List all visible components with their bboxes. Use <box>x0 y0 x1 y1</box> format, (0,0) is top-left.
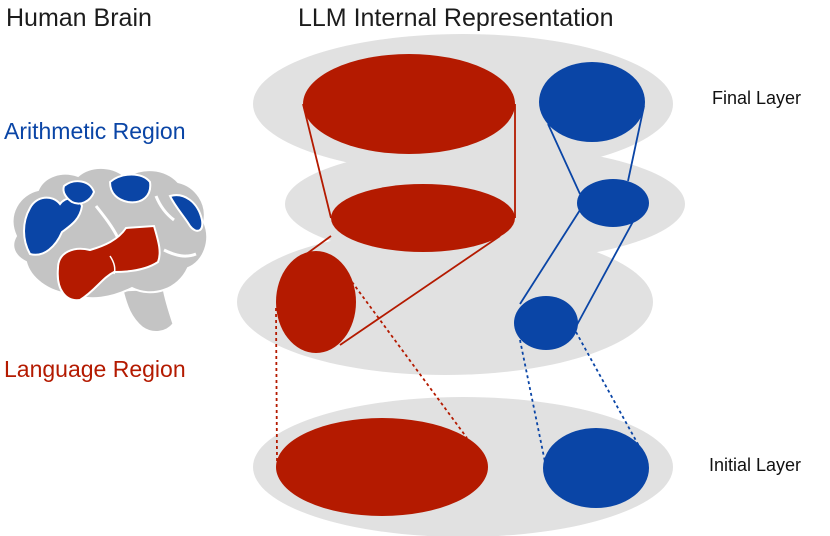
arithmetic-connector <box>519 209 581 305</box>
language-region-label: Language Region <box>4 356 186 382</box>
arithmetic-region-3 <box>108 173 152 204</box>
brain-sulcus <box>94 205 120 239</box>
arithmetic-connector-dashed <box>575 331 640 447</box>
arithmetic-connector <box>571 215 637 335</box>
brain-sulcus <box>154 195 175 222</box>
language-connector-dashed <box>351 281 468 439</box>
language-connector <box>302 103 332 219</box>
language-connector <box>289 235 332 267</box>
arithmetic-region-4 <box>168 194 204 232</box>
language-region-layer-2 <box>276 251 356 353</box>
language-region-final-layer <box>303 54 515 154</box>
arithmetic-representation <box>514 62 649 508</box>
brain-sulcus <box>109 255 116 275</box>
arithmetic-region-layer-3 <box>577 179 649 227</box>
arithmetic-connector-dashed <box>519 339 546 463</box>
arithmetic-region-final-layer <box>539 62 645 142</box>
language-region <box>56 224 161 302</box>
brain-sulcus <box>163 248 197 258</box>
language-connector-dashed <box>275 307 278 463</box>
language-region-layer-3 <box>331 184 515 252</box>
language-representation <box>275 54 516 516</box>
llm-representation-heading: LLM Internal Representation <box>298 4 614 32</box>
arithmetic-connector <box>627 105 645 182</box>
arithmetic-region-2 <box>62 180 96 205</box>
language-connector <box>339 235 501 346</box>
arithmetic-region-initial-layer <box>543 428 649 508</box>
arithmetic-region-layer-2 <box>514 296 578 350</box>
final-layer-label: Final Layer <box>712 88 802 108</box>
human-brain-heading: Human Brain <box>6 4 152 32</box>
initial-layer-label: Initial Layer <box>709 455 802 475</box>
arithmetic-region-label: Arithmetic Region <box>4 118 186 144</box>
brain-stem <box>120 286 176 334</box>
language-region-initial-layer <box>276 418 488 516</box>
brain-illustration <box>11 167 209 334</box>
arithmetic-region-1 <box>23 196 84 256</box>
arithmetic-connector <box>547 123 581 195</box>
